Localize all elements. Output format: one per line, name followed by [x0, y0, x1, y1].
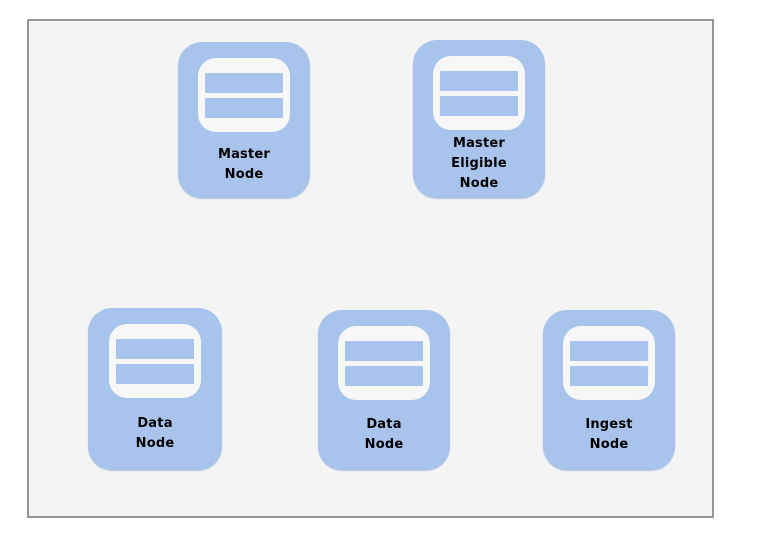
- node-label: Data Node: [135, 416, 175, 451]
- server-bar: [570, 365, 648, 386]
- node-label-wrap: Ingest Node: [585, 400, 632, 470]
- server-bar: [116, 338, 194, 359]
- node-label: Data Node: [364, 417, 404, 452]
- node-label: Master Node: [217, 147, 271, 182]
- server-icon: [338, 326, 430, 400]
- node-master[interactable]: Master Node: [178, 42, 310, 198]
- node-master-eligible[interactable]: Master Eligible Node: [413, 40, 545, 198]
- node-label: Ingest Node: [585, 417, 633, 452]
- server-bar: [345, 365, 423, 386]
- server-bar: [116, 363, 194, 384]
- server-bar: [205, 72, 283, 93]
- node-label-wrap: Data Node: [365, 400, 404, 470]
- node-label-wrap: Master Node: [218, 132, 270, 198]
- server-icon: [433, 56, 525, 130]
- node-data-1[interactable]: Data Node: [88, 308, 222, 470]
- server-bar: [205, 97, 283, 118]
- node-label-wrap: Master Eligible Node: [451, 130, 507, 198]
- server-icon: [198, 58, 290, 132]
- server-bar: [440, 95, 518, 116]
- node-label-wrap: Data Node: [136, 398, 175, 470]
- node-ingest[interactable]: Ingest Node: [543, 310, 675, 470]
- server-icon: [109, 324, 201, 398]
- diagram-canvas: Master Node Master Eligible Node Data No…: [27, 19, 714, 518]
- server-bar: [345, 340, 423, 361]
- node-data-2[interactable]: Data Node: [318, 310, 450, 470]
- server-bar: [570, 340, 648, 361]
- node-label: Master Eligible Node: [451, 136, 507, 191]
- server-bar: [440, 70, 518, 91]
- server-icon: [563, 326, 655, 400]
